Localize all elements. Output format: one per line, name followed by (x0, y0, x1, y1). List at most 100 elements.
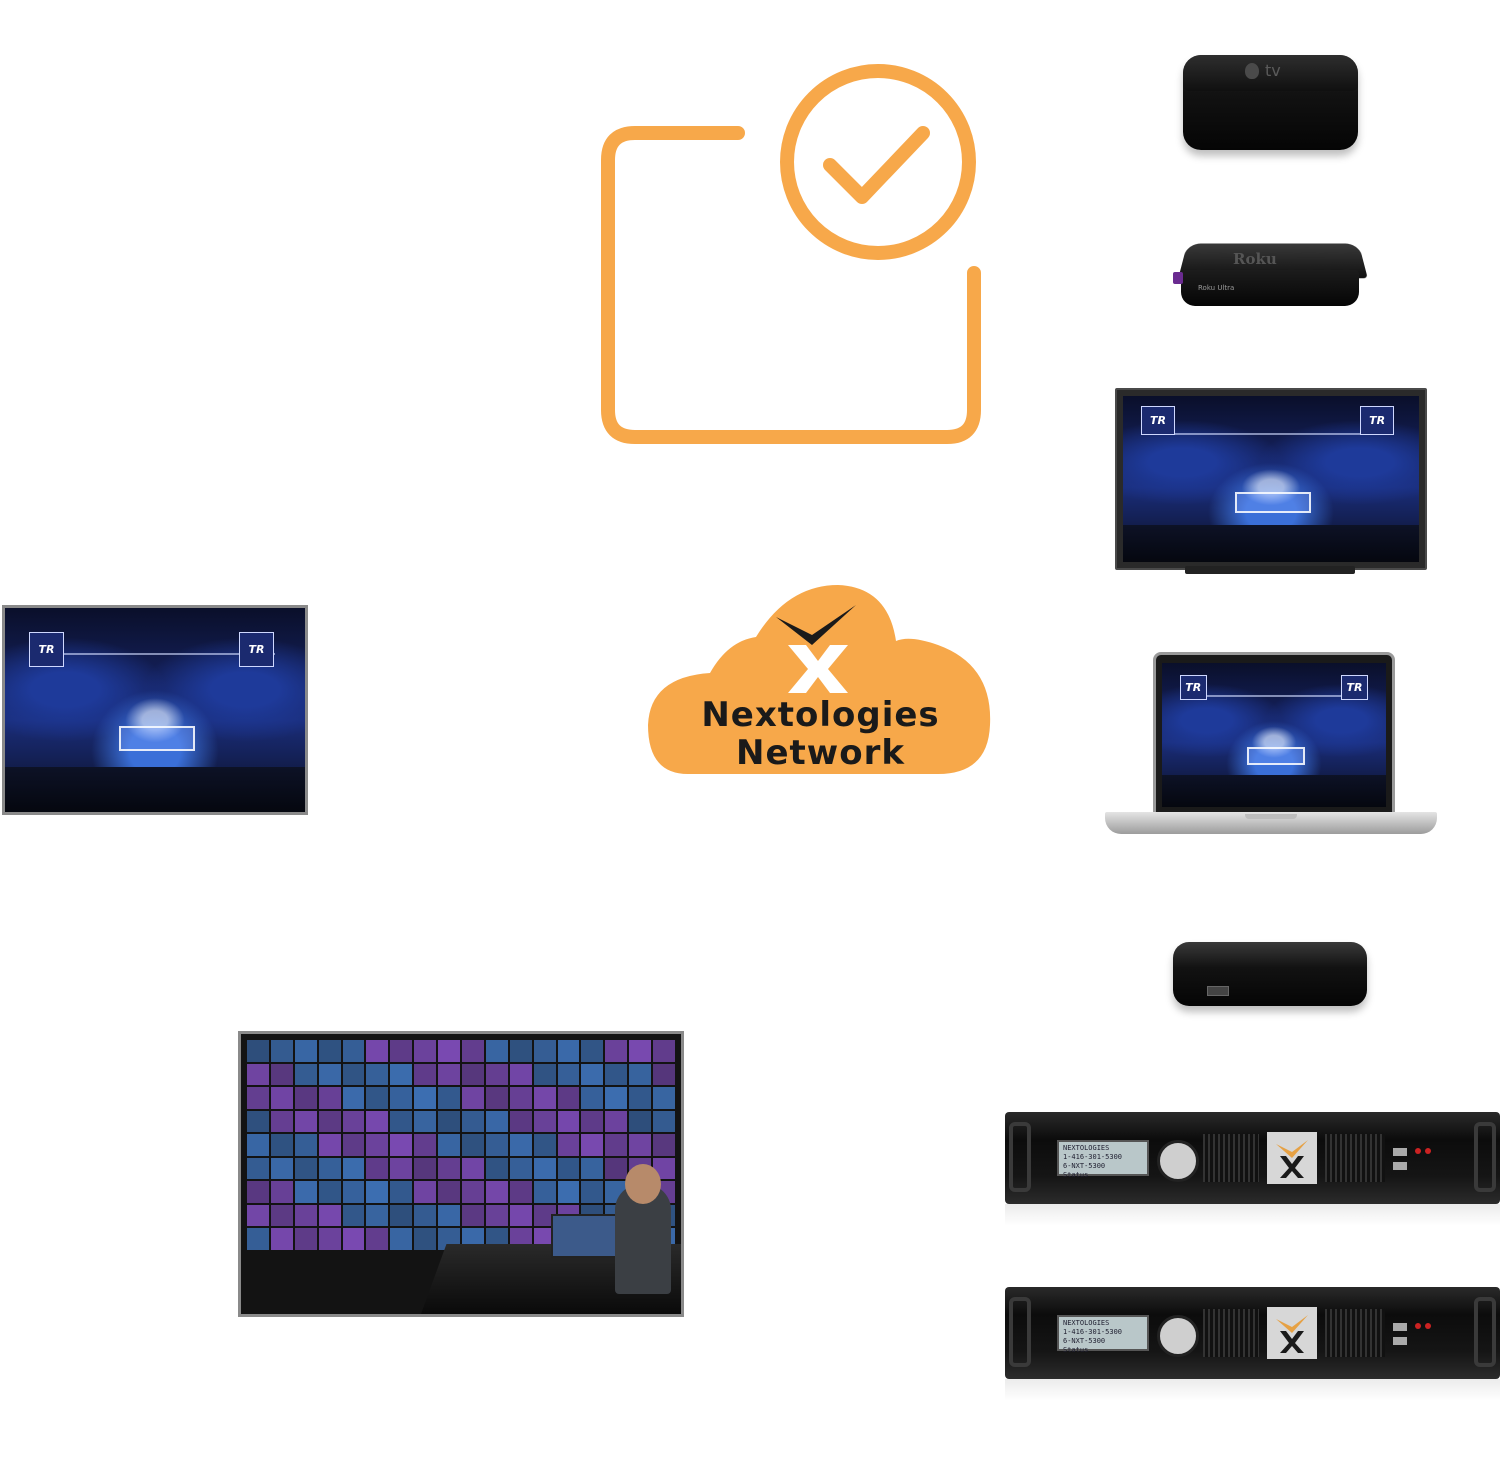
video-wall-tile (342, 1040, 365, 1062)
video-wall-tile (462, 1181, 484, 1203)
video-wall-tile (294, 1204, 317, 1227)
video-wall-tile (509, 1087, 532, 1109)
tv-logo-right: TR (1359, 405, 1395, 435)
video-wall-tile (270, 1181, 293, 1203)
video-wall-tile (414, 1040, 437, 1062)
video-wall-tile (342, 1157, 365, 1180)
video-wall-tile (366, 1157, 389, 1180)
video-wall-tile (270, 1063, 293, 1086)
video-wall-tile (533, 1134, 556, 1156)
video-wall-tile (533, 1040, 556, 1062)
video-wall-tile (390, 1181, 413, 1203)
roku-device: Roku Roku Ultra (1173, 240, 1368, 310)
video-wall-tile (247, 1087, 269, 1109)
nextologies-check-mark (776, 605, 856, 645)
control-room-photo (238, 1031, 684, 1317)
video-wall-tile (342, 1134, 365, 1156)
video-wall-tile (581, 1134, 604, 1156)
video-wall-tile (509, 1134, 532, 1156)
video-wall-tile (581, 1157, 604, 1180)
apple-tv-device: tv (1183, 55, 1358, 150)
video-wall-tile (581, 1110, 604, 1133)
video-wall-tile (557, 1110, 580, 1133)
video-wall-tile (390, 1087, 413, 1109)
video-wall-tile (485, 1040, 508, 1062)
video-wall-tile (533, 1181, 556, 1203)
video-wall-tile (605, 1110, 628, 1133)
video-wall-tile (629, 1087, 652, 1109)
television-device: TR TR (1115, 388, 1427, 578)
video-wall-tile (390, 1204, 413, 1227)
video-wall-tile (390, 1110, 413, 1133)
video-wall-tile (629, 1134, 652, 1156)
video-wall-tile (485, 1157, 508, 1180)
video-wall-tile (247, 1204, 269, 1227)
video-wall-tile (581, 1040, 604, 1062)
video-wall-tile (366, 1063, 389, 1086)
video-wall-tile (294, 1228, 317, 1250)
video-wall-tile (438, 1063, 460, 1086)
video-wall-tile (557, 1181, 580, 1203)
arena-logo-right: TR (239, 632, 274, 668)
video-wall-tile (366, 1204, 389, 1227)
roku-front-label: Roku Ultra (1198, 284, 1235, 292)
video-wall-tile (247, 1040, 269, 1062)
video-wall-tile (390, 1040, 413, 1062)
video-wall-tile (485, 1087, 508, 1109)
video-wall-tile (438, 1157, 460, 1180)
video-wall-tile (318, 1040, 341, 1062)
video-wall-tile (605, 1040, 628, 1062)
video-wall-tile (629, 1063, 652, 1086)
video-wall-tile (366, 1228, 389, 1250)
video-wall-tile (557, 1087, 580, 1109)
video-wall-tile (342, 1087, 365, 1109)
video-wall-tile (342, 1063, 365, 1086)
video-wall-tile (557, 1134, 580, 1156)
video-wall-tile (533, 1087, 556, 1109)
video-wall-tile (247, 1157, 269, 1180)
apple-tv-label: tv (1265, 61, 1281, 80)
video-wall-tile (318, 1063, 341, 1086)
video-wall-tile (318, 1157, 341, 1180)
video-wall-tile (342, 1181, 365, 1203)
video-wall-tile (390, 1157, 413, 1180)
video-wall-tile (270, 1110, 293, 1133)
video-wall-tile (533, 1063, 556, 1086)
video-wall-tile (247, 1063, 269, 1086)
video-wall-tile (557, 1157, 580, 1180)
usb-port-icon (1207, 986, 1229, 996)
video-wall-tile (509, 1110, 532, 1133)
video-wall-tile (318, 1228, 341, 1250)
video-wall-tile (318, 1181, 341, 1203)
nextologies-x-badge-icon (1267, 1132, 1317, 1184)
video-wall-tile (653, 1134, 675, 1156)
video-wall-tile (629, 1110, 652, 1133)
video-wall-tile (342, 1110, 365, 1133)
video-wall-tile (342, 1204, 365, 1227)
cloud-title-line1: Nextologies (701, 695, 940, 735)
video-wall-tile (462, 1157, 484, 1180)
video-wall-tile (390, 1134, 413, 1156)
video-wall-tile (390, 1228, 413, 1250)
video-wall-tile (533, 1110, 556, 1133)
video-wall-tile (509, 1157, 532, 1180)
video-wall-tile (509, 1181, 532, 1203)
video-wall-tile (414, 1087, 437, 1109)
video-wall-tile (438, 1134, 460, 1156)
nextologies-cloud: Nextologies Network (648, 585, 993, 777)
video-wall-tile (318, 1134, 341, 1156)
video-wall-tile (247, 1181, 269, 1203)
video-wall-tile (366, 1181, 389, 1203)
video-wall-tile (509, 1204, 532, 1227)
laptop-device: TR TR (1105, 652, 1437, 842)
video-wall-tile (294, 1087, 317, 1109)
video-wall-tile (270, 1040, 293, 1062)
arena-source-photo: TR TR (2, 605, 308, 815)
video-wall-tile (247, 1134, 269, 1156)
video-wall-tile (653, 1040, 675, 1062)
video-wall-tile (270, 1134, 293, 1156)
video-wall-tile (438, 1204, 460, 1227)
video-wall-tile (485, 1204, 508, 1227)
video-wall-tile (653, 1087, 675, 1109)
video-wall-tile (366, 1134, 389, 1156)
